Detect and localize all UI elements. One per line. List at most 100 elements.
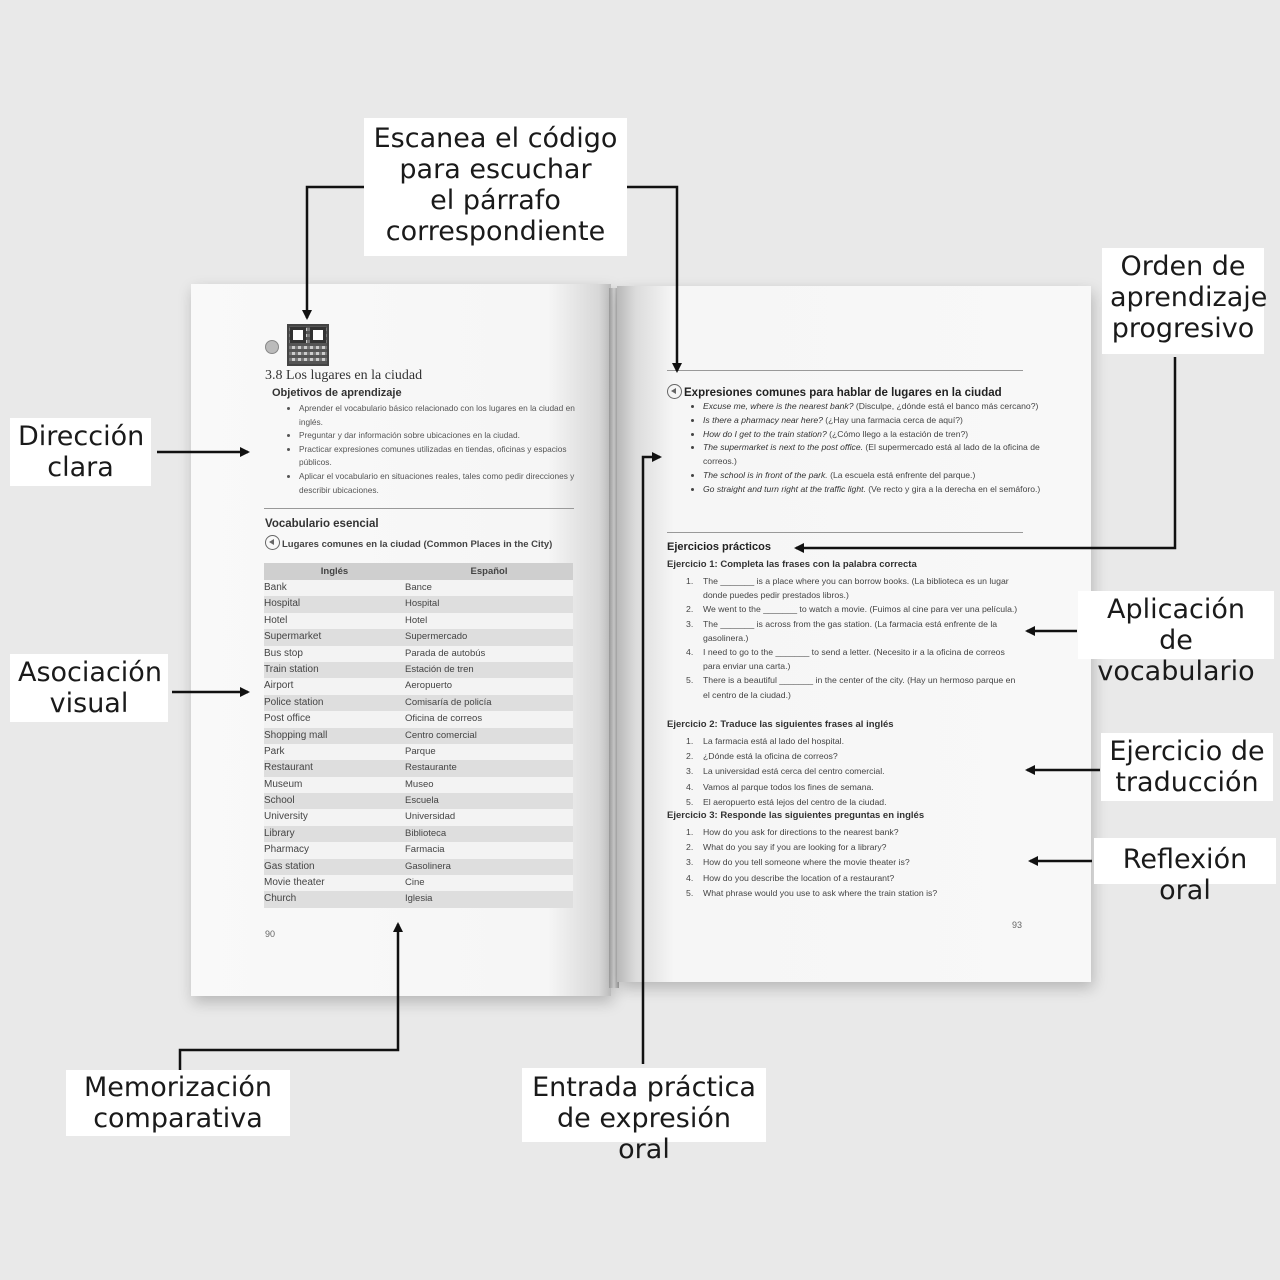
vocab-subheading-text: Lugares comunes en la ciudad (Common Pla… [282, 539, 553, 550]
callout-reflexion: Reflexión oral [1094, 838, 1276, 906]
exercise-text: La farmacia está al lado del hospital. [703, 736, 845, 746]
vocab-spanish: Centro comercial [405, 729, 477, 741]
divider [667, 532, 1023, 533]
expression-spanish: (Disculpe, ¿dónde está el banco más cerc… [855, 401, 1039, 411]
qr-code [287, 324, 329, 366]
vocab-spanish: Restaurante [405, 762, 457, 774]
exercise-item: 5. There is a beautiful _______ in the ce… [686, 673, 1023, 701]
exercise-item: 2.¿Dónde está la oficina de correos? [686, 749, 1023, 764]
callout-line: Asociación [18, 657, 162, 688]
vocab-english: Hospital [264, 598, 301, 610]
speaker-icon [265, 535, 280, 550]
vocab-row: Movie theater Cine [264, 875, 573, 892]
exercise-text: Vamos al parque todos los fines de seman… [703, 781, 874, 792]
vocab-english: Supermarket [264, 631, 322, 643]
item-number: 5. [686, 796, 694, 807]
expression-item: Excuse me, where is the nearest bank? (D… [703, 400, 1043, 414]
vocab-english: Church [264, 893, 297, 905]
item-number: 1. [686, 827, 694, 837]
exercise-item: 5. El aeropuerto está lejos del centro de… [686, 795, 1023, 810]
callout-line: Aplicación de [1107, 594, 1245, 656]
item-number: 4. [686, 872, 694, 883]
objective-item: Preguntar y dar información sobre ubicac… [299, 429, 599, 443]
vocab-english: Post office [264, 713, 311, 725]
callout-line: visual [49, 688, 129, 719]
callout-orden: Orden de aprendizaje progresivo [1102, 248, 1267, 354]
vocab-row: Hospital Hospital [264, 596, 573, 613]
left-page: 3.8 Los lugares en la ciudad Objetivos d… [191, 284, 611, 996]
vocab-heading: Vocabulario esencial [265, 518, 379, 530]
expression-english: The school is in front of the park. [703, 469, 828, 480]
page-number: 90 [265, 929, 276, 939]
expression-item: How do I get to the train station? (¿Cóm… [703, 428, 1043, 442]
header-english: Inglés [320, 566, 349, 577]
vocab-spanish: Supermercado [405, 631, 468, 643]
header-spanish: Español [470, 566, 508, 577]
expression-english: Excuse me, where is the nearest bank? [703, 401, 854, 411]
item-number: 3. [686, 618, 694, 629]
item-number: 5. [686, 675, 694, 686]
vocab-english: Police station [264, 696, 324, 708]
vocab-english: School [264, 795, 295, 807]
item-number: 1. [686, 736, 694, 746]
exercise-2-list: 1. La farmacia está al lado del hospital.… [686, 734, 1023, 810]
exercise-item: 2.We went to the _______ to watch a movi… [686, 602, 1023, 616]
vocab-spanish: Hotel [405, 614, 428, 626]
item-number: 2. [686, 751, 694, 762]
item-number: 4. [686, 647, 694, 658]
objective-item: Aprender el vocabulario básico relaciona… [299, 402, 599, 429]
vocab-english: Restaurant [264, 762, 313, 774]
exercise-text: There is a beautiful _______ in the cent… [703, 675, 1016, 700]
divider [264, 508, 574, 509]
callout-memorizacion: Memorización comparativa [66, 1070, 290, 1136]
item-number: 4. [686, 781, 694, 792]
section-title: 3.8 Los lugares en la ciudad [265, 368, 423, 383]
callout-direccion: Dirección clara [10, 418, 151, 486]
exercise-text: What do you say if you are looking for a… [703, 842, 887, 853]
vocab-english: Movie theater [264, 877, 325, 889]
expression-english: Go straight and turn right at the traffi… [703, 483, 866, 494]
vocab-row: Shopping mall Centro comercial [264, 727, 573, 744]
vocab-english: Airport [264, 680, 294, 692]
expression-spanish: (Ve recto y gira a la derecha en el semá… [868, 483, 1041, 494]
exercise-2-title: Ejercicio 2: Traduce las siguientes fras… [667, 719, 894, 730]
vocab-english: Hotel [264, 614, 288, 626]
vocab-row: Supermarket Supermercado [264, 629, 573, 646]
vocab-spanish: Iglesia [405, 893, 433, 905]
exercise-item: 3.The _______ is across from the gas sta… [686, 617, 1023, 645]
vocab-english: Shopping mall [264, 729, 328, 741]
callout-line: clara [47, 452, 114, 483]
callout-entrada: Entrada práctica de expresión oral [522, 1068, 766, 1165]
exercise-item: 1.The _______ is a place where you can b… [686, 574, 1023, 602]
divider [667, 370, 1023, 371]
callout-line: traducción [1115, 767, 1259, 798]
callout-line: comparativa [93, 1103, 263, 1134]
callout-traduccion: Ejercicio de traducción [1101, 733, 1273, 801]
vocab-spanish: Cine [405, 877, 425, 889]
vocab-spanish: Comisaría de policía [405, 696, 492, 708]
callout-line: Entrada práctica [532, 1072, 756, 1103]
objectives-list: Aprender el vocabulario básico relaciona… [283, 402, 599, 497]
vocab-table-header: Inglés Español [264, 563, 573, 580]
vocab-spanish: Gasolinera [405, 860, 451, 872]
callout-line: Ejercicio de [1109, 736, 1265, 767]
exercise-text: El aeropuerto está lejos del centro de l… [703, 796, 887, 807]
vocab-spanish: Universidad [405, 811, 456, 823]
item-number: 3. [686, 766, 694, 777]
vocab-spanish: Biblioteca [405, 827, 447, 839]
callout-line: de expresión oral [557, 1103, 731, 1165]
vocab-spanish: Hospital [405, 598, 440, 610]
callout-aplicacion: Aplicación de vocabulario [1078, 591, 1274, 687]
callout-line: para escuchar [399, 154, 592, 185]
vocab-spanish: Farmacia [405, 844, 445, 856]
vocab-spanish: Bance [405, 582, 432, 593]
